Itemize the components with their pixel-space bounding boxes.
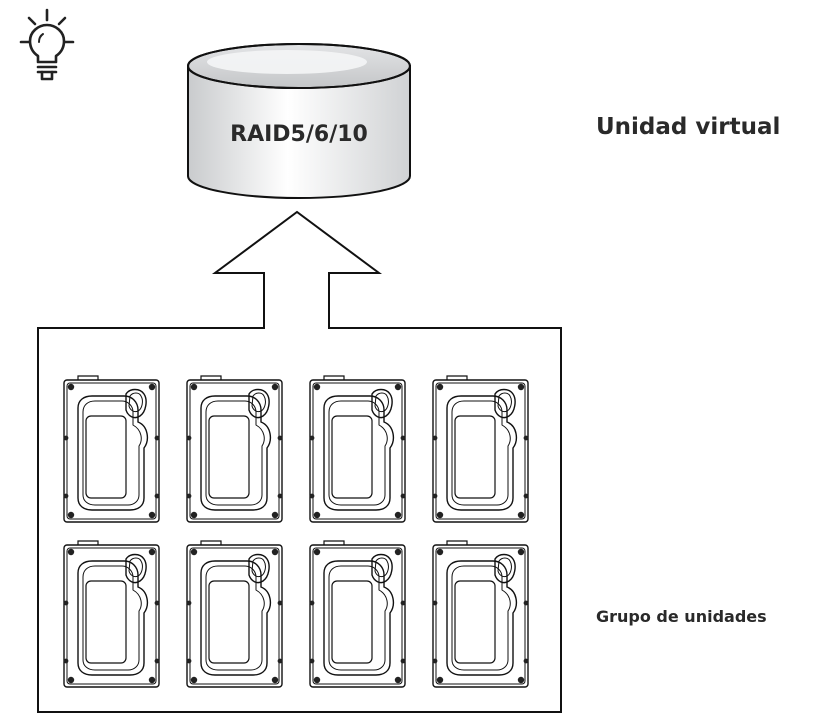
virtual-drive-label: Unidad virtual bbox=[596, 114, 781, 140]
hard-drive-icon bbox=[432, 375, 529, 523]
drive-grid bbox=[63, 375, 529, 688]
hard-drive-icon bbox=[63, 375, 160, 523]
hard-drive-icon bbox=[309, 375, 406, 523]
hard-drive-icon bbox=[63, 540, 160, 688]
lightbulb-icon bbox=[19, 8, 75, 81]
drive-group-label: Grupo de unidades bbox=[596, 607, 767, 626]
hard-drive-icon bbox=[186, 540, 283, 688]
hard-drive-icon bbox=[309, 540, 406, 688]
raid-level-label: RAID5/6/10 bbox=[230, 122, 368, 147]
virtual-drive-cylinder: RAID5/6/10 bbox=[187, 43, 411, 199]
hard-drive-icon bbox=[432, 540, 529, 688]
drive-group-frame bbox=[37, 210, 562, 713]
hard-drive-icon bbox=[186, 375, 283, 523]
